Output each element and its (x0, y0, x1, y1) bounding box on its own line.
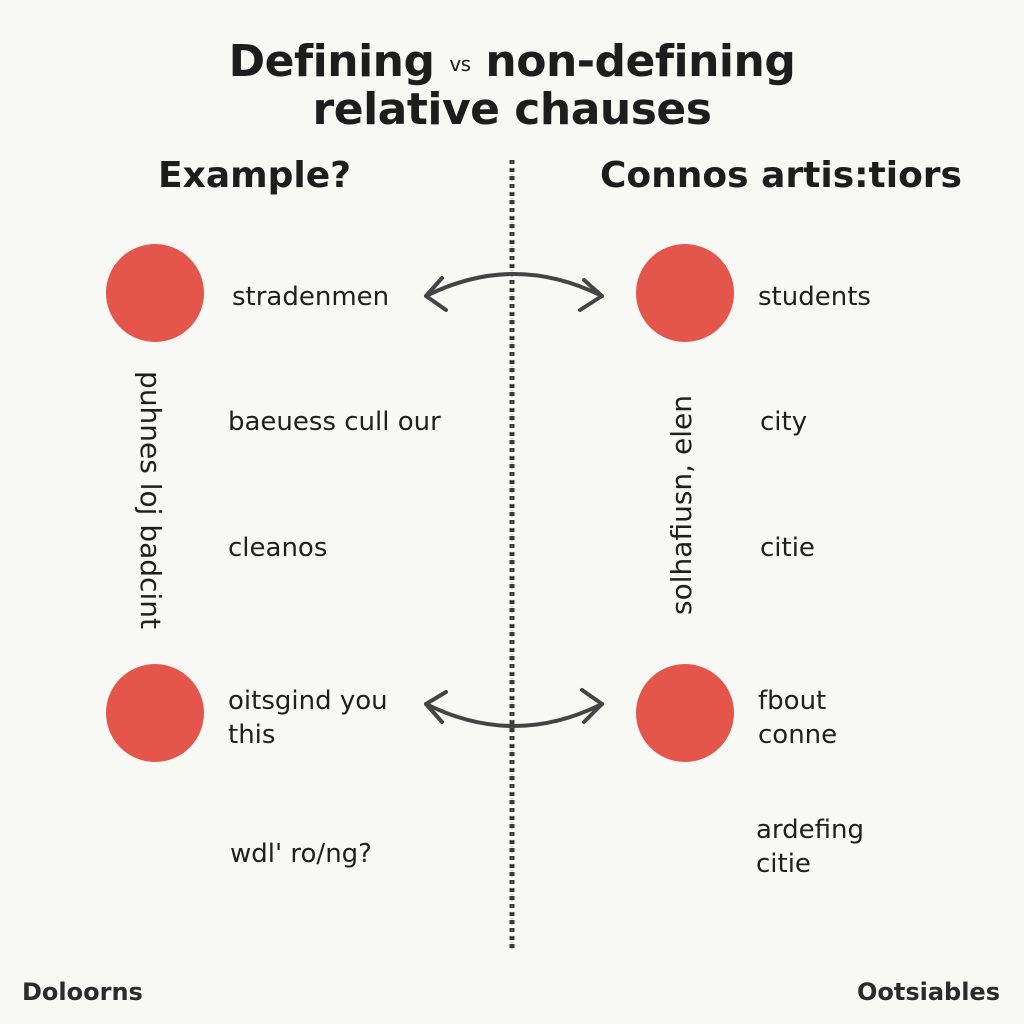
right-column-heading: Connos artis:tiors (600, 155, 962, 196)
right-dot-top (636, 244, 734, 342)
left-item-6: wdl' ro/ng? (230, 839, 372, 869)
right-item-2: city (760, 407, 808, 437)
left-item-3: cleanos (228, 533, 328, 563)
right-item-6: ardefing (756, 815, 865, 845)
left-item-4: oitsgind you (228, 686, 388, 716)
right-item-3: citie (760, 533, 815, 563)
right-vertical-text: solhafiusn, elen (665, 395, 698, 615)
footer-left-label: Doloorns (22, 978, 143, 1006)
left-vertical-text: puhnes loj badcint (134, 371, 167, 629)
double-arrow-bottom-icon (424, 688, 604, 728)
right-item-1: students (758, 282, 871, 312)
title-line-1: Defining vs non-defining (0, 40, 1024, 84)
left-item-2: baeuess cull our (228, 407, 441, 437)
right-item-5: conne (758, 720, 838, 750)
left-dot-bottom (106, 664, 204, 762)
footer-right-label: Ootsiables (856, 978, 1000, 1006)
double-arrow-top-icon (424, 272, 604, 312)
right-item-7: citie (756, 849, 811, 879)
left-column-heading: Example? (158, 155, 352, 196)
title-line-2: relative chauses (312, 84, 712, 135)
title-non-defining: non-defining (485, 36, 796, 87)
center-divider-line (509, 160, 515, 952)
title-vs: vs (449, 52, 471, 76)
left-dot-top (106, 244, 204, 342)
left-item-1: stradenmen (232, 282, 390, 312)
right-item-4: fbout (758, 686, 827, 716)
left-item-5: this (228, 720, 276, 750)
title-defining: Defining (228, 36, 435, 87)
right-dot-bottom (636, 664, 734, 762)
